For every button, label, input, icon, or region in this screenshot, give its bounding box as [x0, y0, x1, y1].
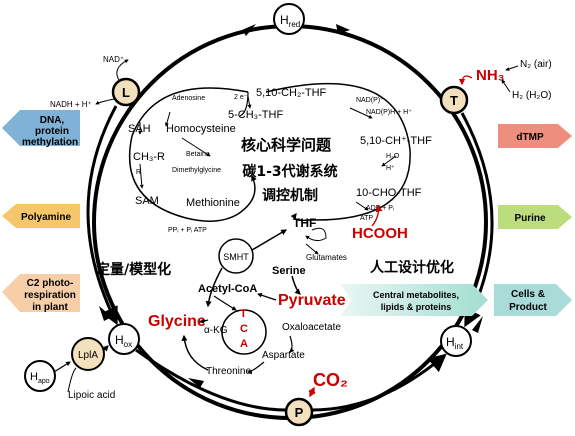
tca-t: T: [240, 308, 247, 320]
svg-text:C2 photo-: C2 photo-: [27, 278, 74, 289]
h-apo-node[interactable]: Hapo: [24, 360, 56, 392]
svg-text:Cells &: Cells &: [511, 289, 545, 300]
homocysteine-label: Homocysteine: [166, 123, 236, 135]
core-title-line-3: 调控机制: [262, 187, 318, 204]
svg-text:Hred: Hred: [280, 13, 300, 29]
methylene-thf-label: 5,10-CH₂-THF: [256, 87, 327, 99]
ch3r-label: CH₃-R: [133, 151, 165, 163]
nad-plus-label: NAD⁺: [103, 55, 124, 64]
quant-model-label: 定量/模型化: [96, 261, 171, 278]
svg-text:respiration: respiration: [24, 290, 76, 301]
svg-text:protein: protein: [35, 126, 69, 137]
core-title-line-1: 核心科学问题: [241, 136, 332, 154]
svg-text:Product: Product: [509, 302, 547, 313]
svg-text:Polyamine: Polyamine: [21, 212, 71, 223]
serine-label: Serine: [272, 265, 306, 277]
side-arrow-polyamine: Polyamine: [2, 204, 80, 228]
thf-label: THF: [293, 216, 316, 230]
folate-cycle: [265, 82, 411, 221]
h-plus-label: H⁺: [386, 165, 395, 172]
glutamates-label: Glutamates: [306, 253, 347, 262]
ppi-pi-atp-label: PPᵢ + Pᵢ ATP: [168, 227, 207, 234]
svg-text:lipids & proteins: lipids & proteins: [381, 302, 452, 312]
l-to-hox-arrow: [86, 105, 118, 326]
side-arrow-cells-product: Cells & Product: [494, 284, 572, 316]
sam-label: SAM: [135, 195, 159, 207]
svg-text:L: L: [122, 85, 130, 100]
co2-label: CO₂: [313, 370, 348, 390]
side-arrow-dna-methylation: DNA, protein methylation: [2, 110, 80, 148]
svg-text:Hint: Hint: [446, 335, 464, 351]
acetyl-coa-label: Acetyl-CoA: [198, 283, 257, 295]
dimethylglycine-label: Dimethylglycine: [172, 167, 221, 174]
sah-label: SAH: [128, 123, 151, 135]
outer-arrow-top-left: [242, 24, 256, 36]
l-protein-node[interactable]: L: [111, 77, 141, 107]
h2o-label: H₂O: [386, 153, 400, 160]
hox-to-p-arrow: [135, 348, 287, 412]
lipoic-acid-label: Lipoic acid: [68, 390, 115, 401]
svg-text:Central metabolites,: Central metabolites,: [373, 290, 459, 300]
svg-text:LplA: LplA: [78, 350, 98, 361]
aspartate-label: Aspartate: [262, 350, 305, 361]
betaine-label: Betaine: [186, 151, 210, 158]
h-int-node[interactable]: Hint: [440, 325, 472, 357]
nh3-label: NH₃: [476, 67, 505, 84]
svg-text:P: P: [295, 405, 304, 420]
side-arrow-dtmp: dTMP: [498, 124, 572, 148]
h-red-node[interactable]: Hred: [273, 3, 305, 35]
svg-text:Hox: Hox: [115, 333, 132, 349]
h-ox-node[interactable]: Hox: [108, 323, 140, 355]
two-e-label: 2 e⁻: [234, 94, 248, 101]
oxaloacetate-label: Oxaloacetate: [282, 322, 341, 333]
methenyl-thf-label: 5,10-CH⁺-THF: [360, 135, 432, 147]
formyl-thf-label: 10-CHO-THF: [356, 187, 422, 199]
central-metabolites-arrow: Central metabolites, lipids & proteins: [340, 284, 488, 316]
svg-text:methylation: methylation: [22, 137, 78, 148]
svg-text:T: T: [450, 93, 458, 108]
nadph-label: NAD(P)H + H⁺: [366, 109, 412, 116]
methionine-cycle: [128, 87, 249, 222]
side-arrow-purine: Purine: [498, 205, 572, 229]
h2-h2o-label: H₂ (H₂O): [512, 90, 551, 101]
tca-a: A: [240, 338, 248, 350]
side-arrow-c2-photorespiration: C2 photo- respiration in plant: [2, 274, 80, 313]
methyl-thf-label: 5-CH₃-THF: [228, 109, 283, 121]
pyruvate-label: Pyruvate: [278, 292, 346, 309]
tca-cycle: [221, 309, 267, 355]
outer-arrow-bottom-right: [472, 316, 483, 333]
adp-pi-label: ADP + Pᵢ: [366, 205, 394, 212]
adenosine-label: Adenosine: [172, 95, 205, 102]
methionine-label: Methionine: [186, 197, 240, 209]
svg-text:SMHT: SMHT: [223, 252, 249, 262]
outer-arrow-top-right: [336, 24, 350, 34]
hcooh-label: HCOOH: [352, 225, 408, 242]
tca-c: C: [240, 323, 248, 335]
smht-node[interactable]: SMHT: [218, 238, 254, 274]
atp-label: ATP: [360, 215, 373, 222]
svg-text:Hapo: Hapo: [30, 371, 50, 385]
p-protein-node[interactable]: P: [284, 397, 314, 427]
svg-text:in plant: in plant: [32, 302, 68, 313]
threonine-label: Threonine: [206, 366, 251, 377]
alpha-kg-label: α-KG: [204, 325, 228, 336]
core-title-line-2: 碳1-3代谢系统: [242, 163, 337, 180]
artificial-design-label: 人工设计优化: [370, 259, 454, 276]
t-protein-node[interactable]: T: [439, 85, 469, 115]
glycine-label: Glycine: [148, 313, 206, 330]
p-to-hint-arrow: [311, 353, 447, 412]
lpla-node[interactable]: LplA: [71, 337, 105, 371]
nadh-label: NADH + H⁺: [50, 100, 92, 109]
nadp-plus-label: NAD(P)⁺: [356, 97, 384, 104]
svg-text:Purine: Purine: [514, 213, 546, 224]
svg-text:dTMP: dTMP: [516, 132, 544, 143]
outer-arrow-bottom-mid: [188, 378, 204, 388]
n2-air-label: N₂ (air): [520, 59, 552, 70]
svg-text:DNA,: DNA,: [40, 115, 65, 126]
r-label: R: [136, 169, 141, 176]
